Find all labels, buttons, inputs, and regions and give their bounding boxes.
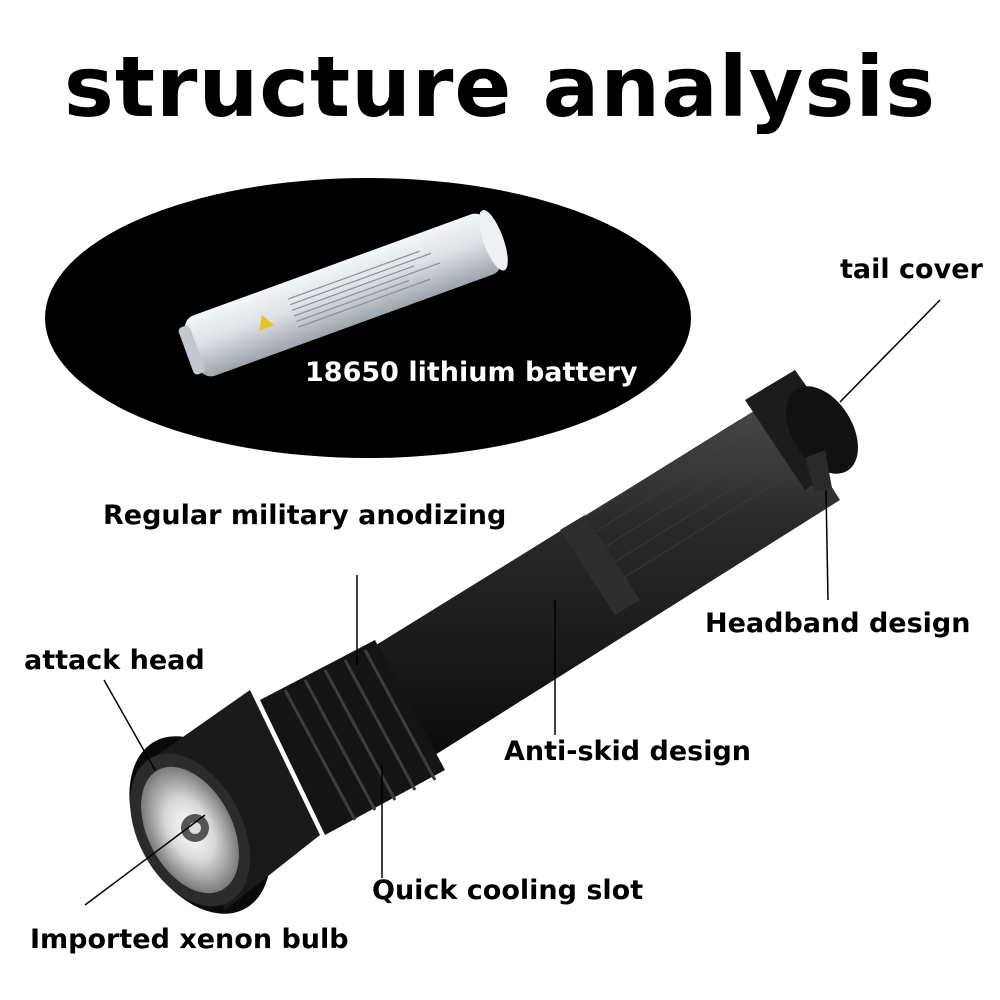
flashlight-image (129, 370, 858, 914)
attack-head-label: attack head (24, 645, 205, 676)
anti-skid-label: Anti-skid design (504, 736, 752, 767)
leader-lines (84, 299, 941, 906)
battery-image (178, 210, 508, 377)
tail-cover-label: tail cover (840, 254, 983, 285)
page-title: structure analysis (63, 38, 937, 136)
battery-label: 18650 lithium battery (305, 357, 638, 388)
cooling-slot-label: Quick cooling slot (372, 875, 644, 906)
headband-label: Headband design (705, 608, 971, 639)
xenon-bulb-label: Imported xenon bulb (30, 924, 349, 955)
anodizing-label: Regular military anodizing (103, 500, 507, 531)
